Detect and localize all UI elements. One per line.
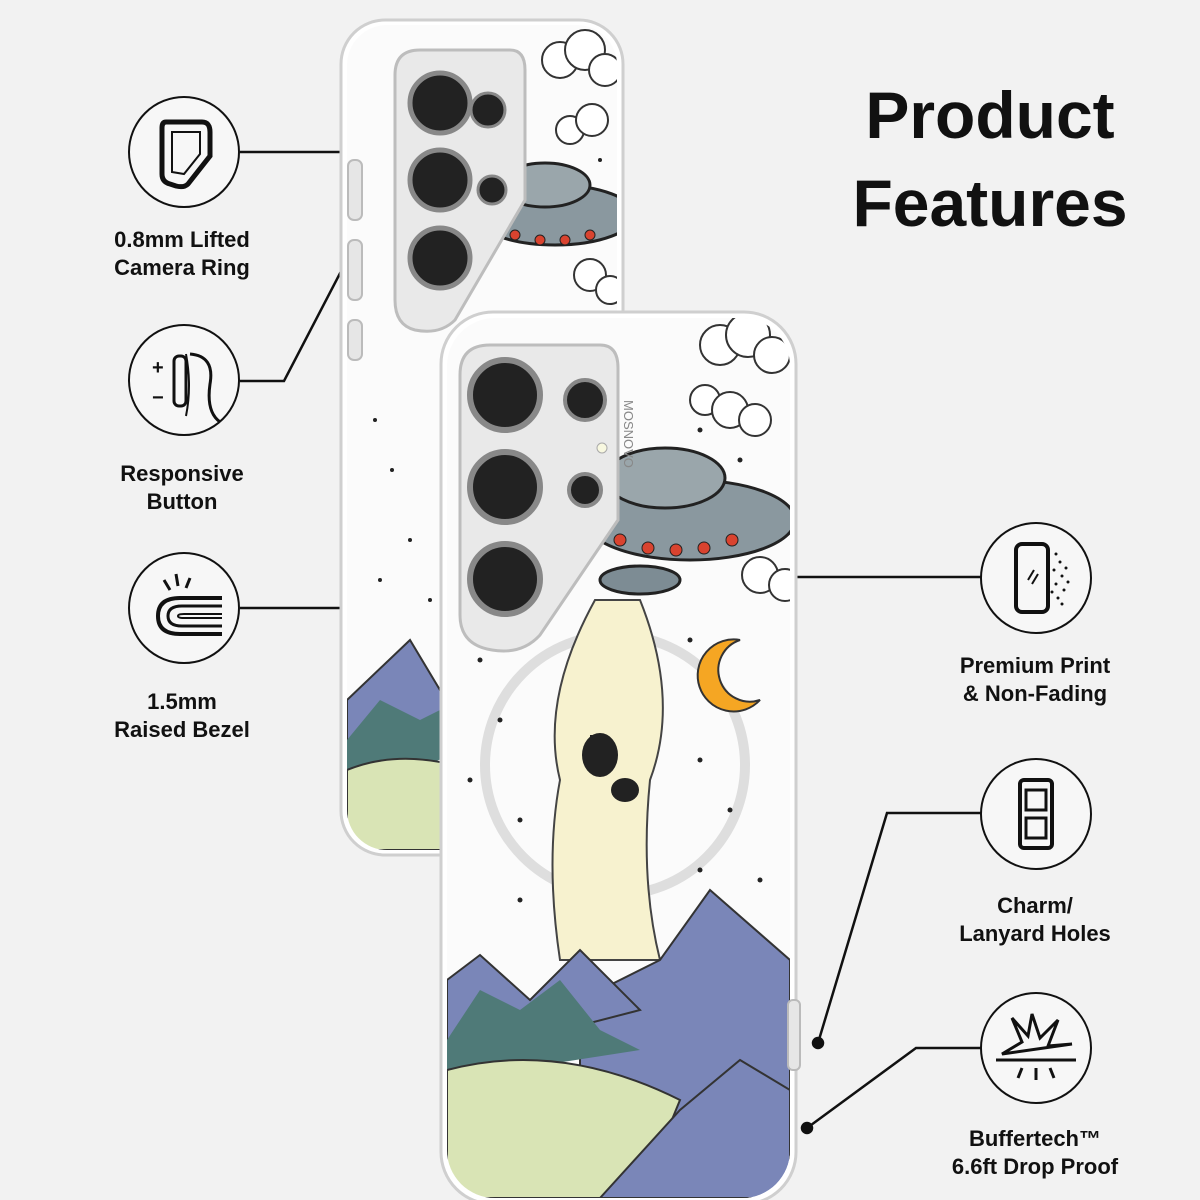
drop-proof-icon xyxy=(996,1013,1076,1080)
feature-4-label-line-2: & Non-Fading xyxy=(962,681,1108,706)
back-clouds xyxy=(541,29,617,305)
heading-line-2: Features xyxy=(852,166,1128,240)
feature-3-label-line-2: Raised Bezel xyxy=(114,717,250,742)
feature-responsive-button: + − xyxy=(128,324,240,436)
back-stars xyxy=(373,158,602,602)
feature-2-label-line-1: Responsive xyxy=(120,461,244,486)
feature-lanyard-holes xyxy=(980,758,1092,870)
heading-line-1: Product xyxy=(865,78,1115,152)
lanyard-hole-icon xyxy=(1018,778,1054,850)
front-grass xyxy=(447,1059,682,1198)
feature-raised-bezel xyxy=(128,552,240,664)
feature-6-label-line-1: Buffertech™ xyxy=(968,1126,1101,1151)
leader-button xyxy=(240,230,364,383)
feature-5-label-line-2: Lanyard Holes xyxy=(959,921,1111,946)
camera-ring-icon xyxy=(159,119,213,190)
svg-text:+: + xyxy=(152,357,164,379)
front-clouds xyxy=(689,318,790,602)
leader-lanyard xyxy=(816,811,985,1044)
feature-3-label-line-1: 1.5mm xyxy=(147,689,217,714)
print-icon xyxy=(1014,542,1070,614)
side-button-icon: + − xyxy=(152,352,221,424)
front-phone-case: MOSNOVO xyxy=(439,310,801,1200)
feature-4-label-line-1: Premium Print xyxy=(959,653,1111,678)
case-brand-text: MOSNOVO xyxy=(621,400,636,468)
feature-5-label-line-1: Charm/ xyxy=(997,893,1073,918)
feature-6-label-line-2: 6.6ft Drop Proof xyxy=(951,1154,1119,1179)
svg-text:−: − xyxy=(152,387,164,409)
leader-drop xyxy=(806,1046,985,1130)
front-mountain-bottom xyxy=(597,1058,790,1198)
raised-bezel-icon xyxy=(155,573,222,636)
feature-1-label-line-1: 0.8mm Lifted xyxy=(114,227,250,252)
feature-1-label-line-2: Camera Ring xyxy=(114,255,250,280)
leader-print xyxy=(777,575,985,597)
back-camera-module xyxy=(393,48,527,333)
feature-premium-print xyxy=(980,522,1092,634)
abducted-cow xyxy=(582,733,639,802)
front-ufo xyxy=(583,446,790,596)
crescent-moon xyxy=(696,638,761,713)
feature-drop-proof xyxy=(980,992,1092,1104)
front-camera-module xyxy=(458,343,620,653)
feature-camera-ring xyxy=(128,96,240,208)
front-stars xyxy=(467,427,763,903)
feature-2-label-line-2: Button xyxy=(146,489,218,514)
front-trees xyxy=(447,980,640,1080)
